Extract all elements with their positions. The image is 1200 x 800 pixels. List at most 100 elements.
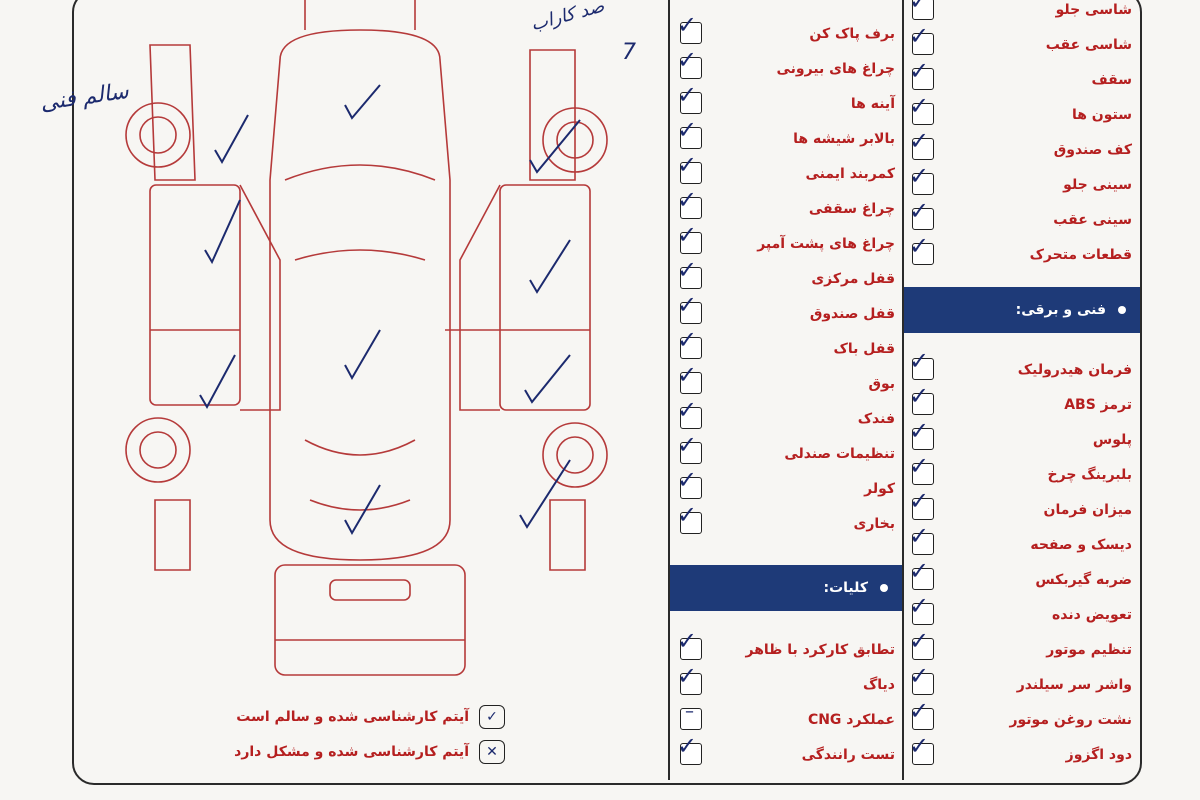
checklist-row: قفل باک✓	[677, 326, 895, 366]
checkmark-icon: ✓	[909, 162, 930, 190]
checkbox[interactable]: ✓	[909, 697, 934, 730]
checklist-row: قفل صندوق ✓	[677, 291, 895, 331]
checkbox[interactable]: ✓	[909, 487, 934, 520]
checkbox[interactable]: ✓	[677, 627, 702, 660]
checkbox[interactable]: ✓	[677, 291, 702, 324]
checkbox[interactable]: ✓	[909, 732, 934, 765]
checkbox[interactable]: ✓	[909, 347, 934, 380]
checkbox[interactable]: ✓	[909, 0, 934, 20]
checkbox[interactable]: ✓	[909, 22, 934, 55]
checklist-row: ستون ها✓	[909, 92, 1132, 132]
checklist-row: برف پاک کن ✓	[677, 11, 895, 51]
checklist-row: سینی جلو✓	[909, 162, 1132, 202]
checkbox[interactable]: ✓	[909, 127, 934, 160]
checkbox[interactable]: ✓	[909, 197, 934, 230]
general-checklist: تطابق کارکرد با ظاهر✓دیاگ✓عملکرد CNG–تست…	[677, 627, 895, 772]
checklist-label: واشر سر سیلندر	[1016, 676, 1132, 693]
checkmark-icon: ✓	[677, 732, 698, 760]
checklist-row: دود اگزوز✓	[909, 732, 1132, 772]
checkmark-icon: ✓	[909, 347, 930, 375]
checkbox[interactable]: ✓	[909, 382, 934, 415]
checklist-row: بوق✓	[677, 361, 895, 401]
checkmark-icon: ✓	[909, 627, 930, 655]
checkbox[interactable]: ✓	[909, 662, 934, 695]
checkbox[interactable]: ✓	[909, 592, 934, 625]
diagram-checkmarks	[199, 84, 581, 536]
checkbox[interactable]: ✓	[677, 662, 702, 695]
checklist-row: آینه ها✓	[677, 81, 895, 121]
checkbox[interactable]: ✓	[677, 256, 702, 289]
checkmark-icon: ✓	[677, 256, 698, 284]
checklist-row: سقف✓	[909, 57, 1132, 97]
checkbox[interactable]: ✓	[909, 57, 934, 90]
checklist-row: چراغ سقفی ✓	[677, 186, 895, 226]
checkbox[interactable]: ✓	[909, 557, 934, 590]
checkmark-icon: ✓	[909, 592, 930, 620]
legend-ok-box: ✓	[479, 705, 505, 729]
checkbox[interactable]: ✓	[677, 361, 702, 394]
checkmark-icon: ✓	[909, 197, 930, 225]
checkbox[interactable]: ✓	[677, 396, 702, 429]
checkmark-icon: ✓	[909, 22, 930, 50]
checkbox[interactable]: ✓	[909, 232, 934, 265]
checkbox[interactable]: ✓	[677, 186, 702, 219]
checklist-label: میزان فرمان	[1043, 501, 1132, 518]
checkbox[interactable]: ✓	[677, 221, 702, 254]
checklist-label: تعویض دنده	[1052, 606, 1132, 623]
checklist-row: ترمز ABS✓	[909, 382, 1132, 422]
checklist-row: تنظیمات صندلی✓	[677, 431, 895, 471]
checkbox[interactable]: ✓	[677, 466, 702, 499]
checkbox[interactable]: ✓	[677, 151, 702, 184]
checklist-row: بلبرینگ چرخ✓	[909, 452, 1132, 492]
checklist-row: فندک✓	[677, 396, 895, 436]
checklist-row: نشت روغن موتور✓	[909, 697, 1132, 737]
checkbox[interactable]: ✓	[677, 46, 702, 79]
checklist-row: کمربند ایمنی ✓	[677, 151, 896, 191]
checkbox[interactable]: ✓	[677, 732, 702, 765]
checkbox[interactable]: ✓	[677, 431, 702, 464]
checklist-label: کف صندوق	[1053, 141, 1132, 158]
checkmark-icon: ✓	[677, 326, 698, 354]
checkmark-icon: ✓	[677, 291, 698, 319]
checkbox[interactable]: ✓	[677, 326, 702, 359]
sheet-frame	[72, 0, 1142, 785]
checkmark-icon: ✓	[909, 57, 930, 85]
checkmark-icon: ✓	[677, 466, 698, 494]
checkbox[interactable]: ✓	[677, 501, 702, 534]
checklist-row: شاسی عقب✓	[909, 22, 1132, 62]
checklist-row: تعویض دنده ✓	[909, 592, 1132, 632]
checkmark-icon: ✓	[909, 697, 930, 725]
car-body-diagram	[125, 0, 608, 676]
checkbox[interactable]: ✓	[909, 522, 934, 555]
checkmark-icon: ✓	[677, 151, 698, 179]
checkbox[interactable]: ✓	[909, 452, 934, 485]
checkmark-icon: ✓	[909, 557, 930, 585]
car-right-hood	[529, 49, 576, 181]
checklist-label: قفل صندوق	[809, 305, 895, 322]
checklist-label: پلوس	[1092, 431, 1132, 448]
checklist-row: دیاگ✓	[677, 662, 895, 702]
checkmark-icon: ✓	[909, 92, 930, 120]
checklist-row: چراغ های پشت آمپر✓	[677, 221, 895, 261]
checkbox[interactable]: –	[680, 701, 702, 730]
checklist-row: تست رانندگی✓	[677, 732, 895, 772]
checkbox[interactable]: ✓	[677, 11, 702, 44]
checkbox[interactable]: ✓	[909, 627, 934, 660]
checkmark-icon: ✓	[677, 11, 698, 39]
general-section-title: کلیات:	[823, 580, 869, 596]
checkbox[interactable]: ✓	[909, 417, 934, 450]
checklist-label: کمربند ایمنی	[805, 165, 896, 182]
checklist-row: پلوس ✓	[909, 417, 1132, 457]
checkbox[interactable]: ✓	[677, 81, 702, 114]
checklist-label: برف پاک کن	[809, 25, 895, 42]
checklist-label: بخاری	[853, 515, 896, 532]
checkbox[interactable]: ✓	[677, 116, 702, 149]
legend-ok-label: آیتم کارشناسی شده و سالم است	[236, 709, 469, 725]
checkbox[interactable]: ✓	[909, 92, 934, 125]
checkbox[interactable]: ✓	[909, 162, 934, 195]
checklist-label: چراغ سقفی	[808, 200, 895, 217]
checklist-row: میزان فرمان ✓	[909, 487, 1132, 527]
column-divider-middle	[902, 0, 904, 780]
checkmark-icon: ✓	[909, 127, 930, 155]
exterior-checklist: برف پاک کن✓چراغ های بیرونی✓آینه ها✓بالاب…	[677, 11, 896, 541]
